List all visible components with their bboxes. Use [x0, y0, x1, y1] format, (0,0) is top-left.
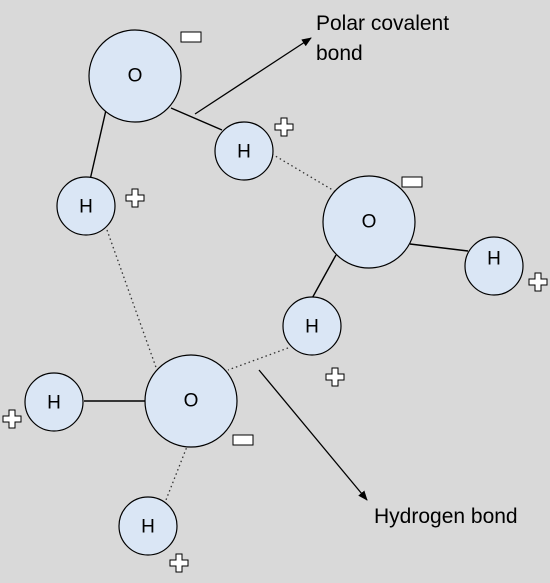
hydrogen-bond-h3-o3 — [227, 347, 289, 371]
hydrogen-atom-3: H — [282, 296, 342, 356]
polar-covalent-label-line2: bond — [316, 42, 363, 65]
plus-sign-h3 — [325, 367, 345, 387]
svg-text:H: H — [487, 249, 501, 270]
svg-text:O: O — [184, 391, 199, 412]
hydrogen-atom-2: H — [56, 176, 116, 236]
plus-sign-h6 — [2, 409, 22, 429]
oxygen-atom-bottom: O — [144, 354, 238, 448]
hydrogen-bond-h2-o3 — [106, 229, 159, 374]
svg-text:H: H — [237, 142, 251, 163]
hydrogen-atom-7: H — [118, 496, 178, 556]
svg-text:H: H — [305, 317, 319, 338]
polar-covalent-label-line1: Polar covalent — [316, 12, 449, 35]
plus-sign-h1 — [274, 117, 294, 137]
polar-covalent-arrow — [194, 37, 312, 115]
hydrogen-atom-4: H — [464, 236, 524, 296]
plus-sign-h4 — [528, 272, 548, 292]
hydrogen-bond-o3-h7 — [163, 443, 189, 506]
oxygen-atom-right: O — [322, 175, 416, 269]
covalent-bond-o2-h3 — [309, 254, 337, 303]
covalent-bond-o2-h4 — [409, 243, 469, 252]
hydrogen-bond-arrow — [258, 369, 368, 501]
oxygen-atom-top: O — [88, 29, 182, 123]
minus-sign-o1 — [180, 31, 202, 43]
hydrogen-atom-6: H — [24, 372, 84, 432]
svg-text:H: H — [79, 197, 93, 218]
svg-text:H: H — [141, 517, 155, 538]
covalent-bond-o1-h2 — [89, 109, 107, 181]
hydrogen-bond-h1-o2 — [271, 153, 337, 193]
minus-sign-o3 — [232, 434, 254, 446]
plus-sign-h7 — [169, 553, 189, 573]
svg-text:O: O — [128, 66, 143, 87]
hydrogen-bond-label: Hydrogen bond — [374, 505, 518, 528]
svg-text:H: H — [47, 393, 61, 414]
covalent-bond-o1-h1 — [170, 107, 223, 131]
svg-text:O: O — [362, 212, 377, 233]
minus-sign-o2 — [401, 176, 423, 188]
hydrogen-atom-1: H — [214, 121, 274, 181]
plus-sign-h2 — [125, 188, 145, 208]
